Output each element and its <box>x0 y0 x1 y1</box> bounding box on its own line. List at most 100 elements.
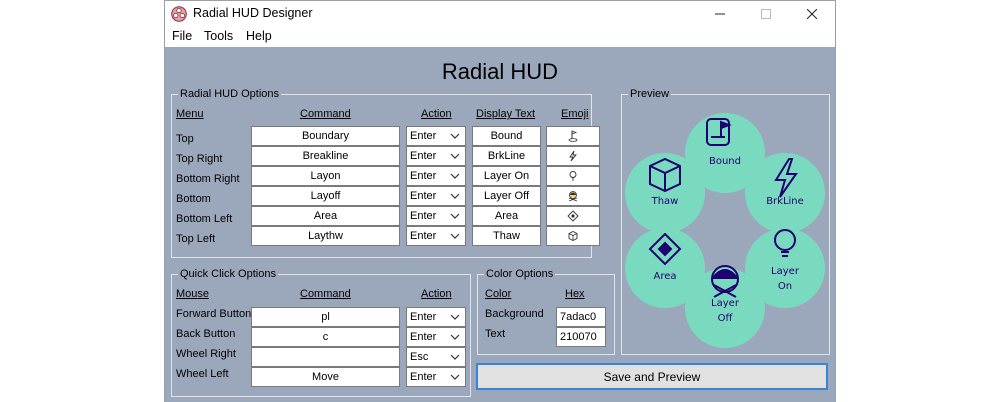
hud-label-bottom-left: Area <box>653 271 676 282</box>
row-label-bottom-right: Bottom Right <box>176 173 240 185</box>
action-select-top-right[interactable]: Enter <box>406 146 466 166</box>
menu-header: Menu <box>176 108 204 120</box>
action-value: Enter <box>410 371 437 383</box>
golf-icon <box>706 118 732 146</box>
close-icon <box>807 9 817 19</box>
display-text-input-bottom[interactable]: Layer Off <box>472 186 541 206</box>
action-select-bottom-left[interactable]: Enter <box>406 206 466 226</box>
emoji-input-top[interactable] <box>546 126 600 146</box>
hud-item-top[interactable]: Bound <box>685 113 765 193</box>
diamond-icon <box>567 210 579 222</box>
hud-item-bottom-right[interactable]: Layer On <box>745 228 825 308</box>
radial-hud-options-legend: Radial HUD Options <box>180 88 280 100</box>
ice-cube-icon <box>568 230 578 242</box>
person-crossed-arms-icon <box>568 191 578 202</box>
hud-label-bottom-2: Off <box>718 313 734 324</box>
display-text-input-bottom-left[interactable]: Area <box>472 206 541 226</box>
text-color-label: Text <box>485 328 506 340</box>
quick-action-select-wheel-right[interactable]: Esc <box>406 347 466 367</box>
hud-label-top-right: BrkLine <box>766 196 804 207</box>
emoji-input-bottom[interactable] <box>546 186 600 206</box>
command-input-bottom-right[interactable]: Layon <box>251 166 400 186</box>
hud-item-top-right[interactable]: BrkLine <box>745 153 825 233</box>
action-value: Enter <box>410 130 437 142</box>
maximize-icon <box>761 9 771 19</box>
mouse-header: Mouse <box>176 288 210 300</box>
command-input-bottom-left[interactable]: Area <box>251 206 400 226</box>
command-input-top-left[interactable]: Laythw <box>251 226 400 246</box>
hud-label-bottom-1: Layer <box>711 298 740 309</box>
page-title: Radial HUD <box>441 59 559 84</box>
person-crossed-arms-icon <box>711 265 739 298</box>
app-icon <box>171 6 187 22</box>
quick-command-input-back[interactable]: c <box>251 327 400 347</box>
hud-label-top: Bound <box>709 156 741 167</box>
menu-tools[interactable]: Tools <box>204 29 234 43</box>
mouse-label-back: Back Button <box>176 328 236 340</box>
radial-hud-preview: Bound BrkLine Layer On <box>625 113 825 348</box>
action-select-top[interactable]: Enter <box>406 126 466 146</box>
hud-item-bottom-left[interactable]: Area <box>625 228 705 308</box>
display-text-input-top-right[interactable]: BrkLine <box>472 146 541 166</box>
client-area: Radial HUD Radial HUD Options Menu Comma… <box>165 47 835 402</box>
background-color-label: Background <box>485 308 544 320</box>
minimize-button[interactable] <box>697 1 743 27</box>
save-and-preview-button[interactable]: Save and Preview <box>476 363 828 390</box>
command-input-top[interactable]: Boundary <box>251 126 400 146</box>
quick-command-input-wheel-left[interactable]: Move <box>251 367 400 387</box>
display-text-input-top-left[interactable]: Thaw <box>472 226 541 246</box>
quick-click-options-legend: Quick Click Options <box>180 268 276 280</box>
action-select-bottom[interactable]: Enter <box>406 186 466 206</box>
background-hex-input[interactable]: 7adac0 <box>556 307 606 327</box>
title-bar: Radial HUD Designer <box>165 1 835 27</box>
hud-item-bottom[interactable]: Layer Off <box>685 265 765 348</box>
action-select-top-left[interactable]: Enter <box>406 226 466 246</box>
emoji-input-bottom-left[interactable] <box>546 206 600 226</box>
action-value: Esc <box>410 351 429 363</box>
row-label-top: Top <box>176 133 194 145</box>
mouse-label-wheel-left: Wheel Left <box>176 368 229 380</box>
display-text-input-top[interactable]: Bound <box>472 126 541 146</box>
quick-action-select-wheel-left[interactable]: Enter <box>406 367 466 387</box>
quick-click-options-group: Quick Click Options <box>171 268 471 397</box>
chevron-down-icon <box>450 153 460 159</box>
color-options-group: Color Options <box>477 268 615 355</box>
action-value: Enter <box>410 331 437 343</box>
quick-command-input-wheel-right[interactable] <box>251 347 400 367</box>
hud-item-top-left[interactable]: Thaw <box>625 153 705 233</box>
row-label-bottom-left: Bottom Left <box>176 213 233 225</box>
maximize-button[interactable] <box>743 1 789 27</box>
chevron-down-icon <box>450 173 460 179</box>
action-value: Enter <box>410 311 437 323</box>
action-value: Enter <box>410 170 437 182</box>
quick-action-select-back[interactable]: Enter <box>406 327 466 347</box>
emoji-header: Emoji <box>561 108 589 120</box>
color-header: Color <box>485 288 512 300</box>
chevron-down-icon <box>450 374 460 380</box>
chevron-down-icon <box>450 233 460 239</box>
lightbulb-icon <box>569 171 577 181</box>
menu-help[interactable]: Help <box>246 29 272 43</box>
lightbulb-icon <box>774 229 796 257</box>
lightning-icon <box>569 150 577 162</box>
action-select-bottom-right[interactable]: Enter <box>406 166 466 186</box>
emoji-input-bottom-right[interactable] <box>546 166 600 186</box>
quick-command-input-forward[interactable]: pl <box>251 307 400 327</box>
close-button[interactable] <box>789 1 835 27</box>
command-input-bottom[interactable]: Layoff <box>251 186 400 206</box>
menu-file[interactable]: File <box>172 29 193 43</box>
quick-action-header: Action <box>421 288 452 300</box>
ice-cube-icon <box>649 157 681 193</box>
window-title: Radial HUD Designer <box>193 6 313 20</box>
preview-group: Preview <box>621 88 830 355</box>
command-input-top-right[interactable]: Breakline <box>251 146 400 166</box>
row-label-top-right: Top Right <box>176 153 223 165</box>
emoji-input-top-right[interactable] <box>546 146 600 166</box>
quick-action-select-forward[interactable]: Enter <box>406 307 466 327</box>
text-hex-input[interactable]: 210070 <box>556 327 606 347</box>
preview-legend: Preview <box>630 88 670 100</box>
emoji-input-top-left[interactable] <box>546 226 600 246</box>
action-value: Enter <box>410 150 437 162</box>
lightning-icon <box>774 158 798 198</box>
display-text-input-bottom-right[interactable]: Layer On <box>472 166 541 186</box>
